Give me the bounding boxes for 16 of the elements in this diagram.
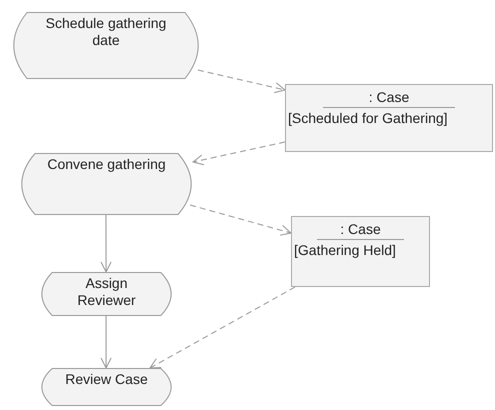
action-label: Review Case: [65, 371, 148, 388]
object-name: : Case: [368, 89, 410, 105]
object-box: [291, 216, 430, 287]
object-state: [Gathering Held]: [294, 242, 397, 259]
action-label: Schedule gathering date: [44, 15, 168, 49]
action-label: Convene gathering: [47, 156, 166, 173]
arrow: [100, 214, 112, 272]
dashed-arrow: [149, 286, 296, 368]
object-state: [Scheduled for Gathering]: [288, 110, 449, 127]
dashed-arrow: [192, 142, 286, 166]
dashed-arrow: [190, 204, 292, 236]
action-label: Assign Reviewer: [76, 275, 137, 309]
dashed-arrow: [197, 70, 286, 94]
arrow: [100, 316, 112, 368]
object-name: : Case: [340, 221, 381, 237]
object-box: [285, 84, 493, 152]
